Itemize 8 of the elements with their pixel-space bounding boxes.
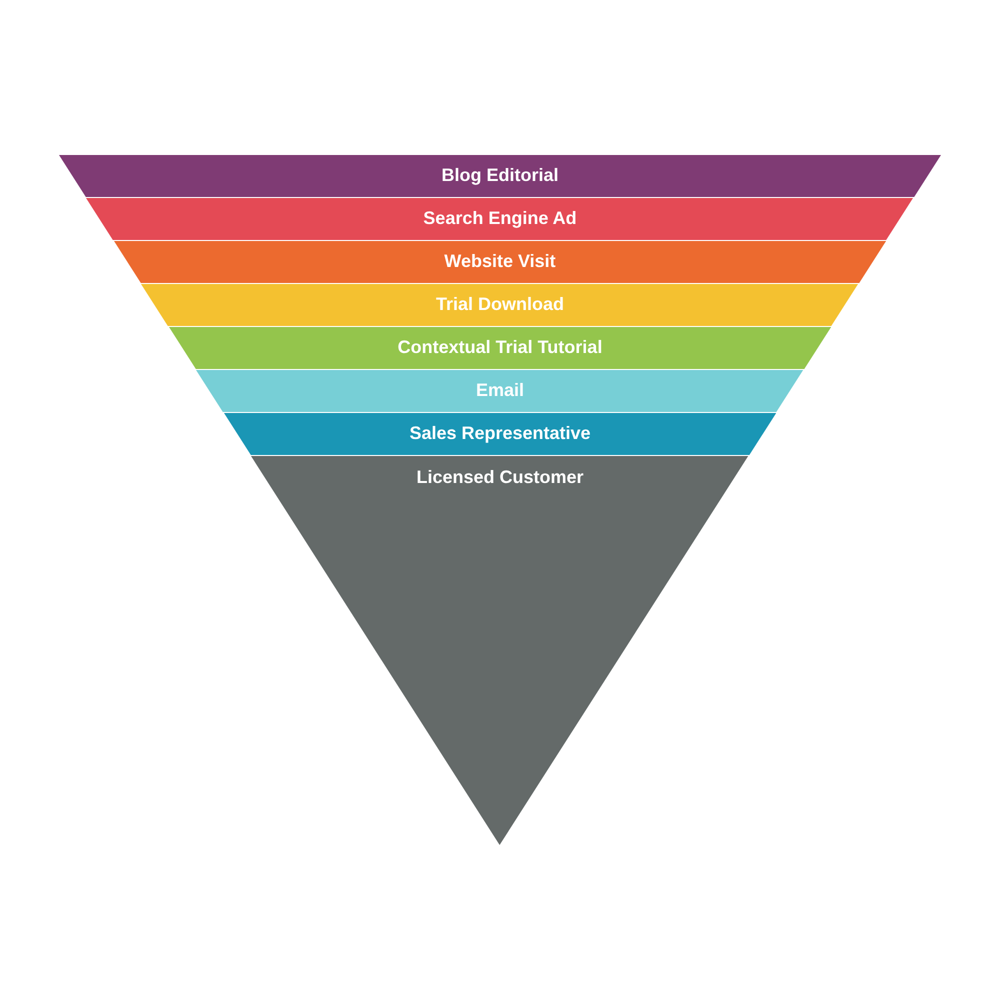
stage-label: Contextual Trial Tutorial <box>396 337 604 358</box>
stage-label: Licensed Customer <box>415 467 585 488</box>
stage-label: Blog Editorial <box>440 165 560 186</box>
stage-label: Email <box>474 380 525 401</box>
stage-label: Website Visit <box>443 251 557 272</box>
stage-label: Sales Representative <box>408 423 592 444</box>
stage-label: Search Engine Ad <box>422 208 578 229</box>
stage-label: Trial Download <box>434 294 565 315</box>
